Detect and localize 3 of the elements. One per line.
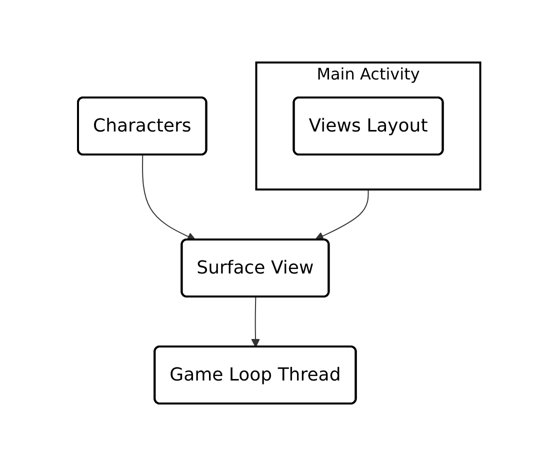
- arrow: [252, 296, 260, 348]
- arrow: [142, 154, 196, 241]
- arrow: [315, 189, 370, 240]
